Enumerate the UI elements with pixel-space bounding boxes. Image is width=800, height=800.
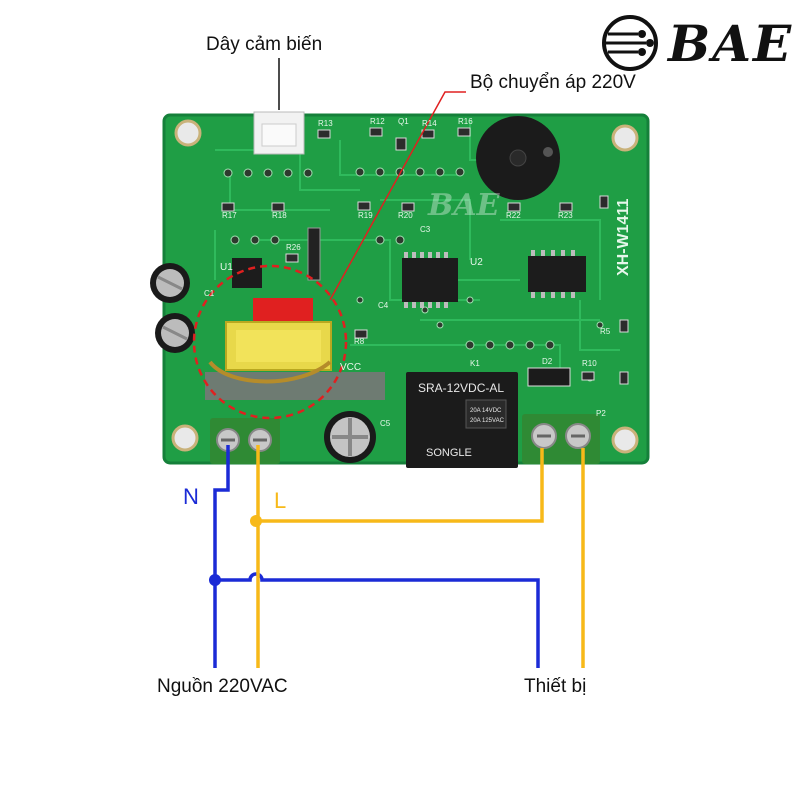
- component-label-r17: R17: [222, 211, 237, 220]
- component-label-r16: R16: [458, 117, 473, 126]
- board-label-u2: U2: [470, 257, 483, 268]
- component-label-r12: R12: [370, 117, 385, 126]
- neutral-junction: [209, 574, 221, 586]
- logo-text: BAE: [668, 14, 794, 73]
- wires: [213, 445, 585, 668]
- component-label-r14: R14: [422, 119, 437, 128]
- sensor-wire-label: Dây cảm biến: [206, 34, 323, 55]
- neutral-label: N: [183, 484, 199, 509]
- device-label: Thiết bị: [524, 676, 587, 697]
- pcb-board: [150, 111, 650, 468]
- component-label-r23: R23: [558, 211, 573, 220]
- component-label-r5: R5: [600, 327, 611, 336]
- neutral-wire-device: [215, 572, 540, 668]
- capacitor-c2: [155, 313, 195, 353]
- component-label-c1: C1: [204, 289, 215, 298]
- component-label-c4: C4: [378, 301, 389, 310]
- component-label-r22: R22: [506, 211, 521, 220]
- converter-pointer-line: [329, 91, 466, 301]
- component-label-r10: R10: [582, 359, 597, 368]
- component-label-c3: C3: [420, 225, 431, 234]
- relay-rating-2: 20A 125VAC: [470, 418, 505, 424]
- ic-u2: [402, 258, 458, 302]
- board-label-vcc: VCC: [340, 362, 361, 373]
- brand-logo: BAE: [598, 12, 791, 74]
- pin-header: [307, 227, 321, 281]
- component-label-r26: R26: [286, 243, 301, 252]
- capacitor-c1: [150, 263, 190, 303]
- neutral-wire-source: [213, 445, 230, 668]
- component-label-r8: R8: [354, 337, 365, 346]
- component-label-q1: Q1: [398, 117, 409, 126]
- mount-hole-bl: [171, 424, 199, 452]
- component-label-d2: D2: [542, 357, 553, 366]
- live-junction: [250, 515, 262, 527]
- component-label-r19: R19: [358, 211, 373, 220]
- component-label-p2: P2: [596, 409, 606, 418]
- relay-brand-label: SONGLE: [426, 447, 472, 459]
- transformer: [205, 298, 385, 400]
- mount-hole-br: [611, 426, 639, 454]
- capacitor-c5: [324, 411, 376, 463]
- terminal-device: [522, 414, 600, 464]
- mount-hole-tl: [174, 119, 202, 147]
- converter-label: Bộ chuyển áp 220V: [470, 72, 636, 93]
- component-label-r18: R18: [272, 211, 287, 220]
- relay-model-label: SRA-12VDC-AL: [418, 381, 504, 395]
- live-label: L: [274, 488, 287, 513]
- mount-hole-tr: [611, 124, 639, 152]
- component-label-k1: K1: [470, 359, 480, 368]
- ic-u3: [528, 256, 586, 292]
- live-wire-relay: [256, 448, 544, 523]
- converter-highlight: [192, 264, 348, 420]
- component-label-c5: C5: [380, 419, 391, 428]
- component-label-r20: R20: [398, 211, 413, 220]
- board-model-label: XH-W1411: [615, 199, 632, 276]
- watermark-text: BAE: [428, 188, 500, 223]
- terminal-power: [210, 418, 280, 464]
- relay-k1: [406, 372, 518, 468]
- regulator-u1: [232, 258, 262, 288]
- power-source-label: Nguồn 220VAC: [157, 676, 288, 697]
- component-label-r13: R13: [318, 119, 333, 128]
- relay-rating-1: 20A 14VDC: [470, 408, 502, 414]
- board-label-u1: U1: [220, 262, 233, 273]
- circuit-logo-icon: [602, 15, 658, 71]
